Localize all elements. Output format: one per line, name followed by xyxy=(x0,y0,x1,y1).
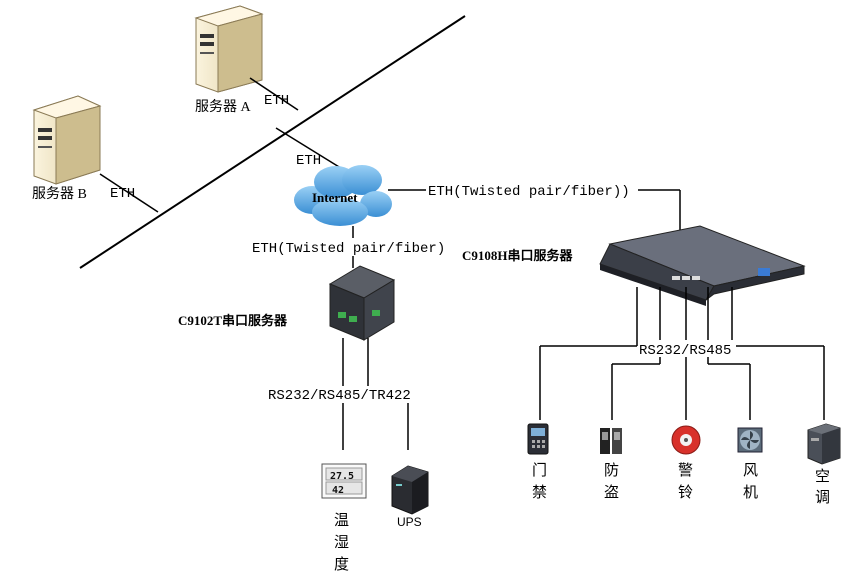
antitheft-char-0: 防 xyxy=(604,461,619,479)
c9108h-device-icon xyxy=(599,225,806,306)
access-char-1: 禁 xyxy=(532,483,547,501)
server-a-link xyxy=(249,77,299,111)
ups-icon xyxy=(391,465,429,515)
cloud-uplink xyxy=(275,127,345,171)
alarm-char-0: 警 xyxy=(678,461,693,479)
svg-text:42: 42 xyxy=(332,485,344,496)
thermo-hygrometer-icon: 27.5 42 xyxy=(321,463,367,499)
rs-left-label: RS232/RS485/TR422 xyxy=(268,388,411,404)
backbone-line xyxy=(79,15,466,269)
alarm-char-1: 铃 xyxy=(678,483,693,501)
thermo-char-2: 度 xyxy=(334,555,349,573)
air-conditioner-icon xyxy=(807,423,841,465)
antitheft-char-1: 盗 xyxy=(604,483,619,501)
ups-label: UPS xyxy=(397,515,422,529)
internet-cloud-icon xyxy=(294,165,392,226)
thermo-char-1: 湿 xyxy=(334,533,349,551)
anti-theft-icon xyxy=(600,428,622,454)
rs-right-label: RS232/RS485 xyxy=(639,343,731,359)
cloud-eth-label: ETH xyxy=(296,153,321,169)
server-a-label: 服务器 A xyxy=(195,99,251,115)
svg-text:27.5: 27.5 xyxy=(330,471,354,482)
c9102t-device-icon xyxy=(328,265,396,341)
server-b-icon xyxy=(32,95,102,185)
eth-right-label: ETH(Twisted pair/fiber)) xyxy=(428,184,630,200)
eth-left-label: ETH(Twisted pair/fiber) xyxy=(252,241,445,257)
server-a-icon xyxy=(194,5,264,93)
c9102t-label: C9102T串口服务器 xyxy=(178,313,288,328)
fan-char-1: 机 xyxy=(743,483,758,501)
alarm-bell-icon xyxy=(671,425,701,455)
server-b-link xyxy=(99,173,159,213)
thermo-char-0: 温 xyxy=(334,511,349,529)
ac-char-0: 空 xyxy=(815,467,830,485)
fan-char-0: 风 xyxy=(743,461,758,479)
c9108h-label: C9108H串口服务器 xyxy=(462,248,574,263)
server-b-label: 服务器 B xyxy=(32,186,87,202)
internet-label: Internet xyxy=(312,190,358,205)
ac-char-1: 调 xyxy=(815,488,830,506)
access-control-icon xyxy=(527,423,549,455)
access-char-0: 门 xyxy=(532,461,547,479)
fan-icon xyxy=(737,427,763,453)
server-b-eth-label: ETH xyxy=(110,186,135,202)
server-a-eth-label: ETH xyxy=(264,93,289,109)
